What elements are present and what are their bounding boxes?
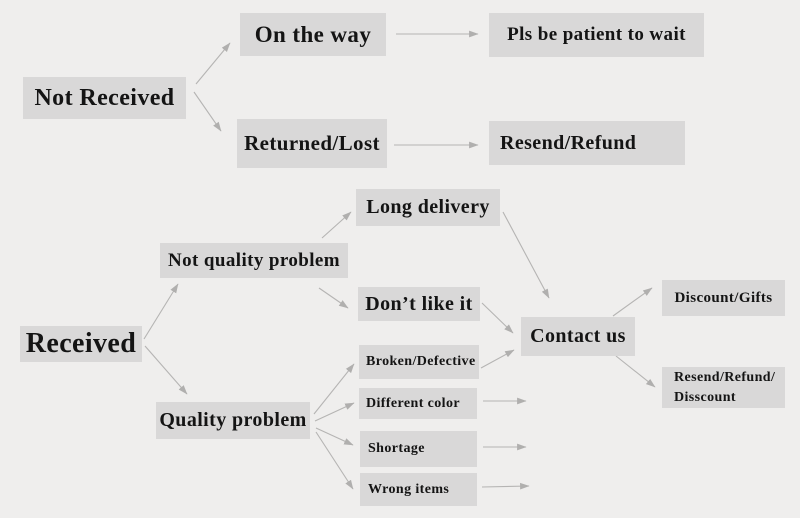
node-shortage: Shortage bbox=[360, 431, 477, 467]
arrow-wrong-items-right bbox=[481, 482, 530, 490]
arrow-received-to-quality-problem bbox=[144, 345, 188, 395]
node-shortage-label: Shortage bbox=[368, 441, 425, 456]
node-wrong-items-label: Wrong items bbox=[368, 481, 450, 497]
node-broken-defective-label: Broken/Defective bbox=[366, 354, 476, 369]
node-returned-lost-label: Returned/Lost bbox=[244, 131, 380, 155]
node-contact-us: Contact us bbox=[521, 317, 635, 356]
node-received: Received bbox=[20, 326, 142, 362]
node-on-the-way: On the way bbox=[240, 13, 386, 56]
arrow-dont-like-it-to-contact-us bbox=[481, 302, 514, 334]
arrow-contact-us-to-resend-refund-disscount bbox=[615, 355, 656, 388]
arrow-received-to-not-quality-problem bbox=[143, 283, 179, 340]
node-returned-lost: Returned/Lost bbox=[237, 119, 387, 168]
node-resend-refund: Resend/Refund bbox=[489, 121, 685, 165]
arrow-broken-defective-to-contact-us bbox=[480, 349, 515, 369]
arrow-not-quality-to-long-delivery bbox=[321, 211, 352, 239]
arrow-quality-to-shortage bbox=[315, 427, 354, 446]
node-not-received-label: Not Received bbox=[34, 84, 175, 111]
node-dont-like-it-label: Don’t like it bbox=[365, 292, 473, 315]
arrow-contact-us-to-discount-gifts bbox=[612, 287, 653, 317]
node-on-the-way-label: On the way bbox=[254, 21, 372, 47]
node-resend-refund-disscount: Resend/Refund/ Disscount bbox=[662, 367, 785, 408]
arrow-not-received-to-on-the-way bbox=[195, 42, 231, 85]
node-discount-gifts-label: Discount/Gifts bbox=[674, 289, 773, 306]
arrow-quality-to-broken-defective bbox=[313, 363, 355, 415]
node-not-received: Not Received bbox=[23, 77, 186, 119]
arrow-quality-to-different-color bbox=[314, 402, 355, 422]
node-long-delivery-label: Long delivery bbox=[366, 196, 490, 218]
arrow-not-quality-to-dont-like-it bbox=[318, 287, 349, 309]
node-different-color: Different color bbox=[359, 388, 477, 419]
node-different-color-label: Different color bbox=[366, 395, 460, 411]
node-resend-refund-disscount-line2: Disscount bbox=[674, 389, 736, 405]
node-discount-gifts: Discount/Gifts bbox=[662, 280, 785, 316]
node-not-quality-problem: Not quality problem bbox=[160, 243, 348, 278]
node-quality-problem-label: Quality problem bbox=[159, 409, 307, 431]
node-pls-be-patient: Pls be patient to wait bbox=[489, 13, 704, 57]
arrow-long-delivery-to-contact-us bbox=[502, 211, 550, 299]
arrow-not-received-to-returned-lost bbox=[193, 91, 222, 132]
node-wrong-items: Wrong items bbox=[360, 473, 477, 506]
node-not-quality-problem-label: Not quality problem bbox=[168, 249, 340, 271]
node-long-delivery: Long delivery bbox=[356, 189, 500, 226]
node-quality-problem: Quality problem bbox=[156, 402, 310, 439]
arrow-quality-to-wrong-items bbox=[315, 431, 354, 490]
node-resend-refund-disscount-line1: Resend/Refund/ bbox=[674, 369, 776, 385]
node-broken-defective: Broken/Defective bbox=[359, 345, 479, 379]
node-dont-like-it: Don’t like it bbox=[358, 287, 480, 321]
node-received-label: Received bbox=[25, 328, 137, 359]
node-contact-us-label: Contact us bbox=[530, 325, 626, 347]
node-pls-be-patient-label: Pls be patient to wait bbox=[507, 24, 686, 45]
node-resend-refund-label: Resend/Refund bbox=[500, 131, 637, 154]
